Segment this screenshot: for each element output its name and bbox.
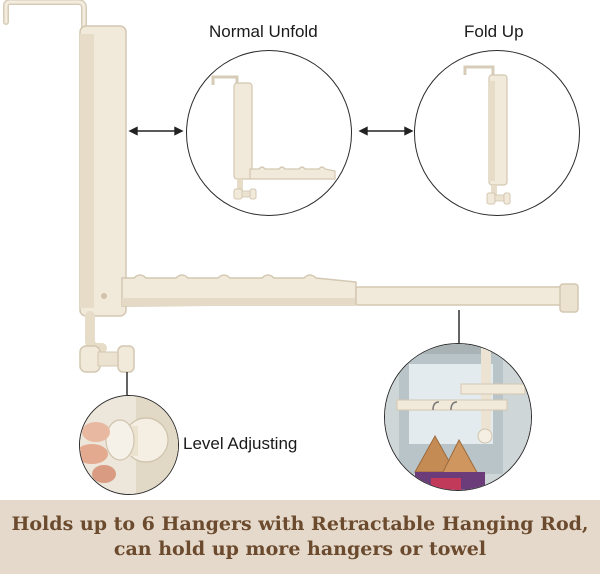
retractable-rod xyxy=(355,283,579,313)
fold-up-circle xyxy=(414,50,580,216)
product-illustration xyxy=(3,0,579,395)
door-hook xyxy=(3,0,87,33)
normal-unfold-label: Normal Unfold xyxy=(209,22,318,41)
hanger-arm xyxy=(121,274,357,307)
level-knob-closeup xyxy=(80,396,178,494)
normal-unfold-illustration xyxy=(211,75,336,200)
arrow-right-pair xyxy=(358,126,414,136)
level-knob xyxy=(79,311,135,373)
hanging-rod-photo xyxy=(385,344,531,490)
fold-up-label: Fold Up xyxy=(464,22,524,41)
level-adjusting-circle xyxy=(79,395,179,495)
arrow-left-pair xyxy=(128,126,184,136)
normal-unfold-circle xyxy=(186,50,352,216)
vertical-panel xyxy=(79,25,127,317)
hanging-rod-circle xyxy=(384,343,532,491)
feature-banner: Holds up to 6 Hangers with Retractable H… xyxy=(0,500,600,574)
fold-up-illustration xyxy=(463,65,511,205)
level-adjusting-label: Level Adjusting xyxy=(183,434,298,453)
banner-line-1: Holds up to 6 Hangers with Retractable H… xyxy=(11,513,589,535)
banner-line-2: can hold up more hangers or towel xyxy=(113,538,487,560)
